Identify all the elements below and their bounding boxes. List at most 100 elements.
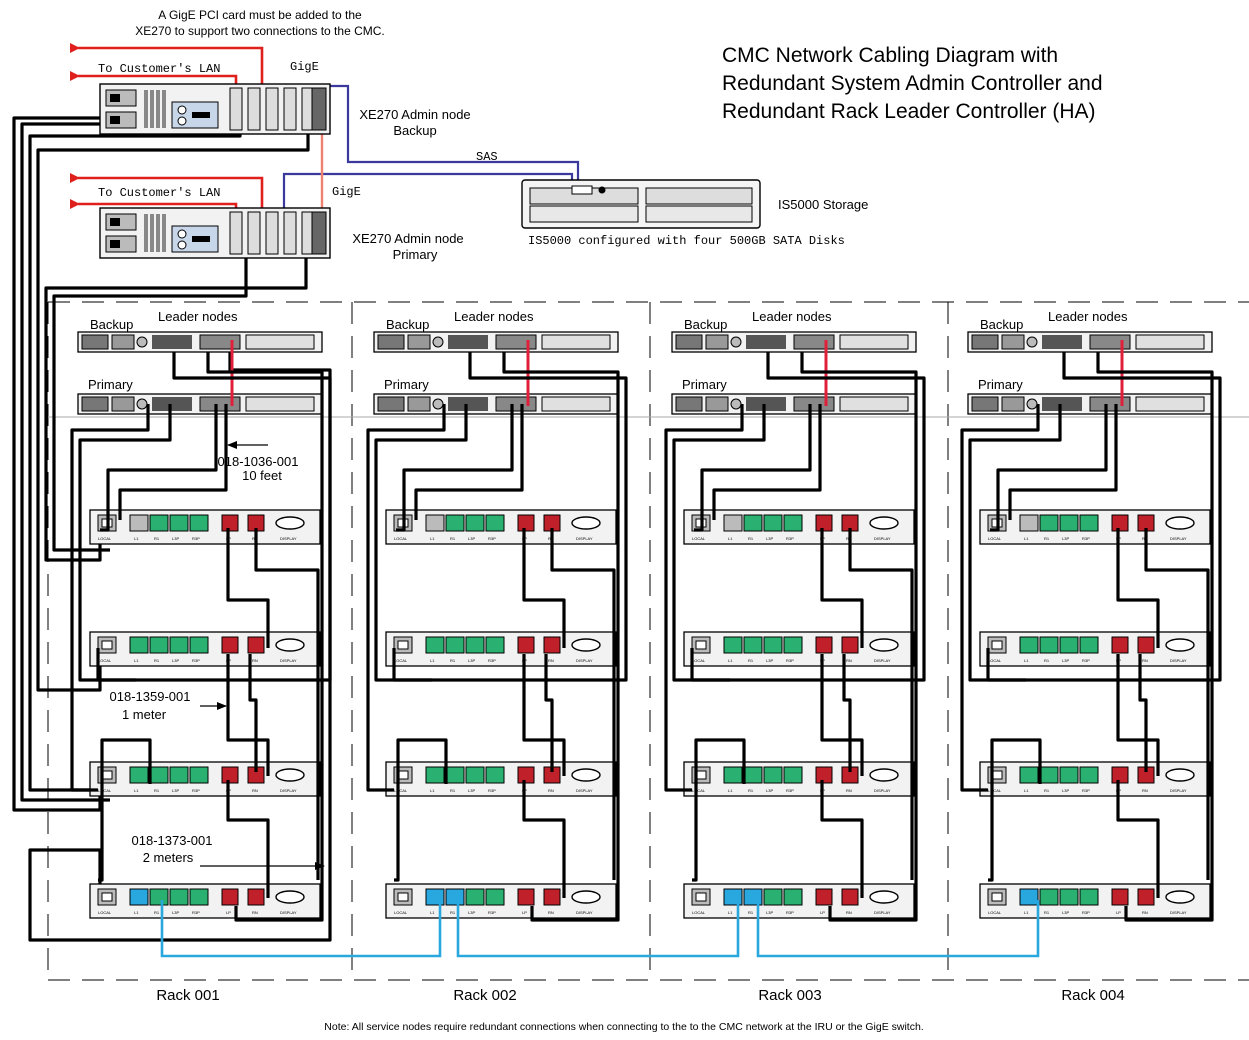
iru-port-label: L3P (172, 788, 179, 793)
gige-card-note-line-2: XE270 to support two connections to the … (135, 24, 384, 38)
iru-port-label: L3P (172, 536, 179, 541)
iru-port-label: L3P (468, 910, 475, 915)
iru-port-label: R1 (748, 536, 754, 541)
cmc-cable (552, 528, 614, 880)
cmc-cable (228, 528, 268, 648)
iru-port-label: L1 (430, 788, 435, 793)
iru-port-label: R1 (1044, 658, 1050, 663)
iru-port-label: DISPLAY (280, 536, 297, 541)
cmc-cable (72, 404, 148, 790)
iru-port-label: R1 (1044, 910, 1050, 915)
iru-port-label: R3P (1082, 788, 1090, 793)
leader-nodes-label: Leader nodes (158, 309, 238, 324)
iru-port-label: RN (846, 788, 852, 793)
iru-port-label: R1 (748, 658, 754, 663)
iru-port-label: R1 (748, 910, 754, 915)
iru-port-label: DISPLAY (874, 536, 891, 541)
iru-port-label: L1 (134, 658, 139, 663)
iru-port-label: R1 (450, 910, 456, 915)
iru-port-label: DISPLAY (280, 658, 297, 663)
cmc-cable (1010, 404, 1116, 520)
leader-nodes-label: Leader nodes (1048, 309, 1128, 324)
iru-port-label: DISPLAY (280, 910, 297, 915)
iru-cmc-panel: LOCALL1R1L3PR3PLPRNDISPLAY (684, 884, 914, 918)
iru-port-label: L3P (468, 788, 475, 793)
iru-cmc-panel: LOCALL1R1L3PR3PLPRNDISPLAY (980, 510, 1210, 544)
admin-primary-label: XE270 Admin node (352, 231, 463, 246)
cmc-cable (666, 404, 742, 790)
leader-primary-label: Primary (384, 377, 429, 392)
gige-label-1: GigE (290, 60, 319, 74)
leader-node-primary (968, 394, 1212, 414)
iru-port-label: LOCAL (98, 536, 112, 541)
iru-port-label: LOCAL (98, 658, 112, 663)
leader-node-backup (78, 332, 322, 352)
admin-node-backup (100, 84, 330, 134)
iru-port-label: LOCAL (692, 910, 706, 915)
leader-node-backup (672, 332, 916, 352)
leader-node-primary (374, 394, 618, 414)
cmc-cable (692, 740, 744, 880)
iru-port-label: R3P (192, 910, 200, 915)
iru-cmc-panel: LOCALL1R1L3PR3PLPRNDISPLAY (90, 884, 320, 918)
cable-10ft-part: 018-1036-001 (218, 454, 299, 469)
leader-primary-label: Primary (682, 377, 727, 392)
leader-primary-label: Primary (978, 377, 1023, 392)
leader-primary-label: Primary (88, 377, 133, 392)
title-line-2: Redundant System Admin Controller and (722, 72, 1103, 95)
leader-backup-label: Backup (684, 317, 727, 332)
iru-cmc-panel: LOCALL1R1L3PR3PLPRNDISPLAY (386, 762, 616, 796)
iru-port-label: RN (252, 658, 258, 663)
iru-port-label: R3P (488, 910, 496, 915)
iru-port-label: DISPLAY (874, 658, 891, 663)
iru-port-label: DISPLAY (576, 910, 593, 915)
cable-2m-part: 018-1373-001 (132, 833, 213, 848)
iru-port-label: R1 (154, 788, 160, 793)
gige-card-note-line-1: A GigE PCI card must be added to the (158, 8, 362, 22)
cmc-cable (228, 780, 268, 898)
cable-10ft-length: 10 feet (242, 468, 282, 483)
cmc-cable (1140, 654, 1146, 772)
iru-port-label: RN (846, 658, 852, 663)
cable-1m-length: 1 meter (122, 707, 167, 722)
iru-port-label: LP (820, 910, 825, 915)
iru-port-label: R3P (786, 536, 794, 541)
cmc-cable (1118, 528, 1158, 648)
leader-node-backup (968, 332, 1212, 352)
cmc-cable (844, 654, 850, 772)
iru-port-label: L1 (1024, 788, 1029, 793)
iru-port-label: R3P (786, 910, 794, 915)
iru-port-label: L3P (766, 536, 773, 541)
cmc-cable (962, 404, 1038, 790)
iru-port-label: L3P (1062, 658, 1069, 663)
cable-2m-length: 2 meters (143, 850, 194, 865)
iru-port-label: RN (548, 910, 554, 915)
iru-port-label: R3P (786, 788, 794, 793)
iru-port-label: R1 (748, 788, 754, 793)
iru-port-label: L1 (430, 910, 435, 915)
iru-port-label: R3P (488, 536, 496, 541)
cmc-cable (250, 654, 256, 772)
title-line-1: CMC Network Cabling Diagram with (722, 44, 1058, 67)
iru-port-label: RN (1142, 910, 1148, 915)
iru-port-label: R1 (450, 788, 456, 793)
iru-port-label: R3P (192, 788, 200, 793)
iru-port-label: DISPLAY (1170, 536, 1187, 541)
cmc-cable (546, 654, 552, 772)
iru-port-label: RN (1142, 658, 1148, 663)
iru-port-label: L3P (766, 658, 773, 663)
iru-port-label: R3P (488, 658, 496, 663)
leader-node-primary (78, 394, 322, 414)
iru-port-label: LOCAL (988, 536, 1002, 541)
rack-label-002: Rack 002 (453, 987, 516, 1004)
iru-port-label: R1 (154, 910, 160, 915)
cable-1m-part: 018-1359-001 (110, 689, 191, 704)
iru-cmc-panel: LOCALL1R1L3PR3PLPRNDISPLAY (980, 762, 1210, 796)
admin-backup-label: XE270 Admin node (359, 107, 470, 122)
iru-port-label: L3P (468, 658, 475, 663)
iru-port-label: R3P (1082, 536, 1090, 541)
